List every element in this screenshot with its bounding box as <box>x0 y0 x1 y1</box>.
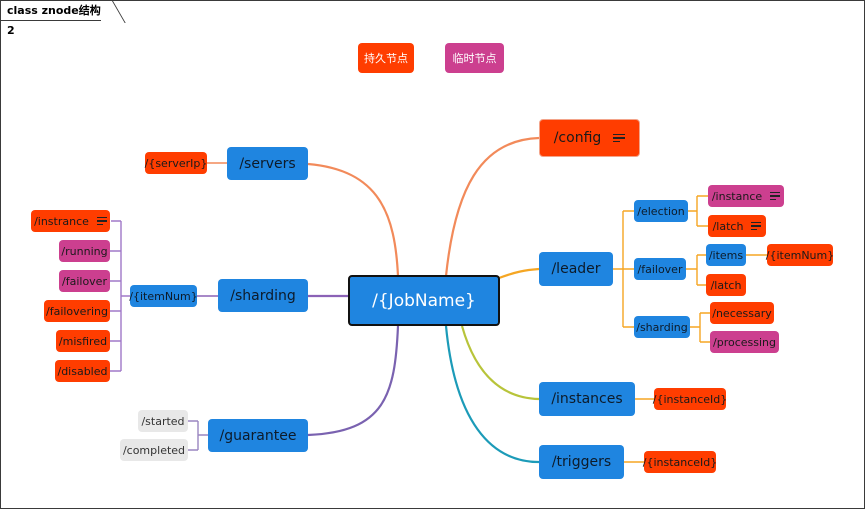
node-misfired[interactable]: /misfired <box>56 330 110 352</box>
node-failover-itemnum[interactable]: /{itemNum} <box>766 244 834 266</box>
node-election[interactable]: /election <box>634 200 688 222</box>
node-election-instance[interactable]: /instance <box>708 185 784 207</box>
node-serverip[interactable]: /{serverIp} <box>145 152 207 174</box>
node-completed[interactable]: /completed <box>120 439 188 461</box>
node-failover[interactable]: /failover <box>59 270 110 292</box>
node-instances-instanceid[interactable]: /{instanceId} <box>653 388 727 410</box>
legend-ephemeral: 临时节点 <box>445 43 504 73</box>
line-config <box>444 136 540 277</box>
line-leader <box>498 267 540 280</box>
node-election-instance-label: /instance <box>711 189 763 203</box>
node-election-latch[interactable]: /latch <box>708 215 766 237</box>
node-failover-items[interactable]: /items <box>706 244 746 266</box>
menu-lines-icon <box>613 132 626 145</box>
node-instances[interactable]: /instances <box>539 382 635 416</box>
root-node[interactable]: /{JobName} <box>348 275 500 326</box>
node-leader-sharding[interactable]: /sharding <box>634 316 690 338</box>
menu-lines-icon <box>96 215 107 228</box>
node-sharding[interactable]: /sharding <box>218 279 308 312</box>
line-guarantee <box>307 325 400 437</box>
node-election-latch-label: /latch <box>712 219 744 233</box>
node-config[interactable]: /config <box>539 119 640 157</box>
line-triggers <box>444 325 540 464</box>
node-guarantee[interactable]: /guarantee <box>208 419 308 452</box>
node-triggers[interactable]: /triggers <box>539 445 624 479</box>
node-triggers-instanceid[interactable]: /{instanceId} <box>643 451 717 473</box>
node-disabled[interactable]: /disabled <box>55 360 110 382</box>
node-failover-latch[interactable]: /latch <box>706 274 746 296</box>
line-instances <box>460 325 540 401</box>
node-leader-failover[interactable]: /failover <box>634 258 686 280</box>
menu-lines-icon <box>751 220 762 233</box>
node-leader[interactable]: /leader <box>539 252 613 286</box>
node-config-label: /config <box>553 130 602 146</box>
node-started[interactable]: /started <box>138 410 188 432</box>
menu-lines-icon <box>770 190 781 203</box>
legend-persistent: 持久节点 <box>358 43 414 73</box>
node-processing[interactable]: /processing <box>710 331 779 353</box>
node-instrance-label: /instrance <box>34 214 89 228</box>
node-sharding-itemnum[interactable]: /{itemNum} <box>129 285 198 307</box>
node-running[interactable]: /running <box>59 240 110 262</box>
node-instrance[interactable]: /instrance <box>31 210 110 232</box>
node-necessary[interactable]: /necessary <box>710 302 774 324</box>
line-servers <box>307 162 400 277</box>
node-failovering[interactable]: /failovering <box>44 300 110 322</box>
diagram-title: class znode结构2 <box>1 1 101 37</box>
node-servers[interactable]: /servers <box>227 147 308 180</box>
